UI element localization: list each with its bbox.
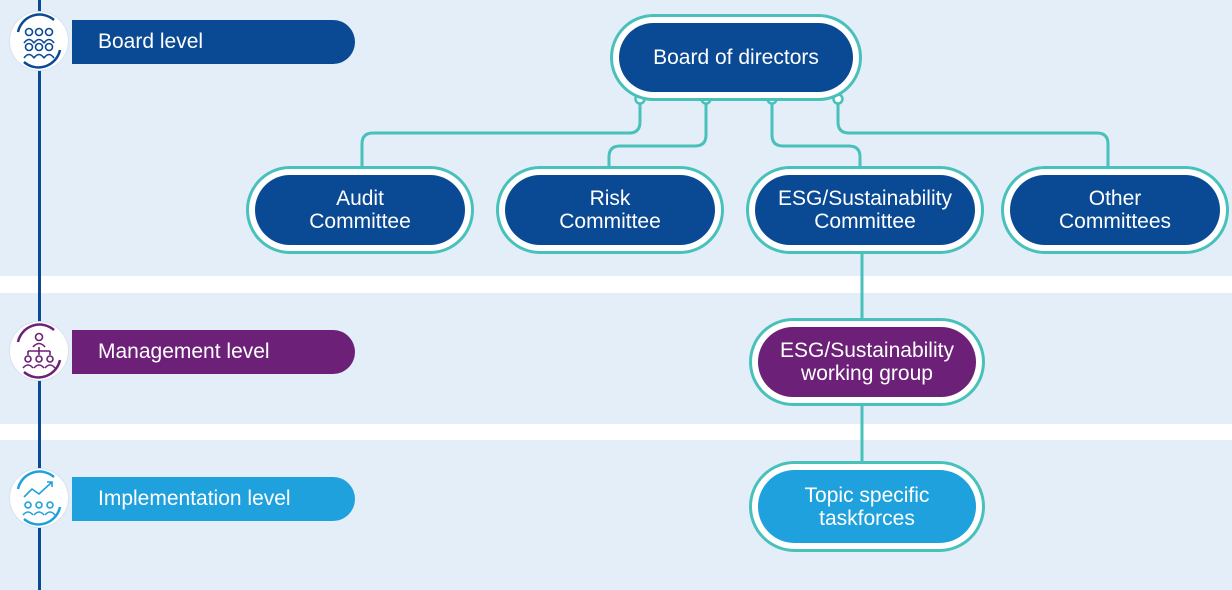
implementation-level-label: Implementation level (72, 477, 355, 521)
level-axis-line (38, 0, 41, 590)
risk-committee-node: Risk Committee (496, 166, 724, 254)
board-of-directors-node: Board of directors (610, 14, 862, 101)
audit-committee-node: Audit Committee (246, 166, 474, 254)
topic-taskforces-node: Topic specific taskforces (749, 461, 985, 552)
other-committees-node: Other Committees (1001, 166, 1229, 254)
board-level-label: Board level (72, 20, 355, 64)
esg-working-group-node: ESG/Sustainability working group (749, 318, 985, 406)
other-committees-label: Other Committees (1010, 175, 1220, 245)
connector-board-esg (770, 99, 862, 166)
team-growth-icon (10, 469, 68, 527)
management-level-label: Management level (72, 330, 355, 374)
esg-committee-node: ESG/Sustainability Committee (746, 166, 984, 254)
esg-working-group-label: ESG/Sustainability working group (758, 327, 976, 397)
connector-board-risk (607, 99, 708, 166)
topic-taskforces-label: Topic specific taskforces (758, 470, 976, 543)
board-members-icon (10, 12, 68, 70)
management-hierarchy-icon (10, 322, 68, 380)
audit-committee-label: Audit Committee (255, 175, 465, 245)
risk-committee-label: Risk Committee (505, 175, 715, 245)
connector-board-audit (360, 99, 642, 166)
connector-board-other (836, 99, 1110, 166)
esg-committee-label: ESG/Sustainability Committee (755, 175, 975, 245)
board-of-directors-label: Board of directors (619, 23, 853, 92)
